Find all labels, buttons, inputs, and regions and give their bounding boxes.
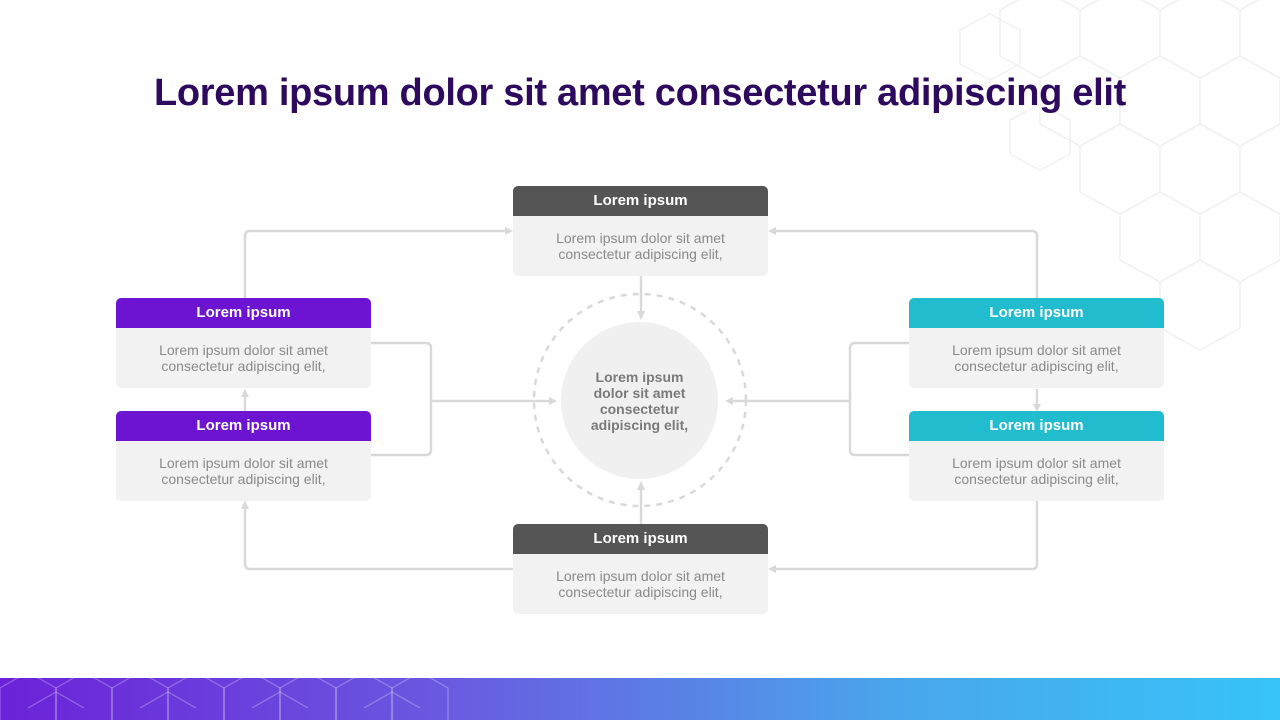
card-top-title: Lorem ipsum <box>513 186 768 216</box>
card-bottom: Lorem ipsum Lorem ipsum dolor sit amet c… <box>513 524 768 614</box>
card-right-upper: Lorem ipsum Lorem ipsum dolor sit amet c… <box>909 298 1164 388</box>
center-node-text: Lorem ipsum dolor sit amet consectetur a… <box>590 368 689 433</box>
center-node: Lorem ipsum dolor sit amet consectetur a… <box>561 322 718 479</box>
card-right-lower: Lorem ipsum Lorem ipsum dolor sit amet c… <box>909 411 1164 501</box>
footer-hexagon-pattern <box>0 678 449 720</box>
card-right-lower-text: Lorem ipsum dolor sit amet consectetur a… <box>952 455 1121 487</box>
card-left-upper-title: Lorem ipsum <box>116 298 371 328</box>
card-left-lower-title: Lorem ipsum <box>116 411 371 441</box>
card-left-lower: Lorem ipsum Lorem ipsum dolor sit amet c… <box>116 411 371 501</box>
card-right-upper-title: Lorem ipsum <box>909 298 1164 328</box>
card-right-lower-title: Lorem ipsum <box>909 411 1164 441</box>
card-top: Lorem ipsum Lorem ipsum dolor sit amet c… <box>513 186 768 276</box>
card-bottom-text: Lorem ipsum dolor sit amet consectetur a… <box>556 568 725 600</box>
card-right-upper-text: Lorem ipsum dolor sit amet consectetur a… <box>952 342 1121 374</box>
card-top-text: Lorem ipsum dolor sit amet consectetur a… <box>556 230 725 262</box>
footer-gradient-bar <box>0 678 1280 720</box>
card-left-upper-text: Lorem ipsum dolor sit amet consectetur a… <box>159 342 328 374</box>
card-bottom-title: Lorem ipsum <box>513 524 768 554</box>
card-left-lower-text: Lorem ipsum dolor sit amet consectetur a… <box>159 455 328 487</box>
center-dashed-ring <box>532 292 748 508</box>
card-left-upper: Lorem ipsum Lorem ipsum dolor sit amet c… <box>116 298 371 388</box>
page-title: Lorem ipsum dolor sit amet consectetur a… <box>153 72 1126 114</box>
